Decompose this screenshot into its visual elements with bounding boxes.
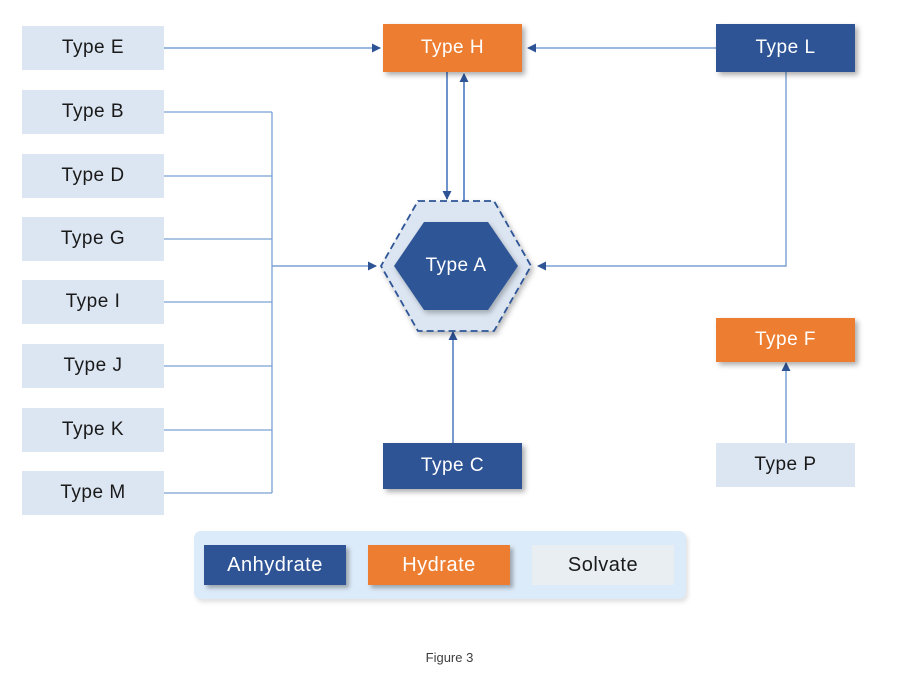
node-type-m[interactable]: Type M — [22, 471, 164, 515]
node-type-c-label: Type C — [420, 455, 485, 476]
node-type-b-label: Type B — [61, 101, 125, 122]
node-type-f[interactable]: Type F — [716, 318, 855, 362]
legend-item-anhydrate[interactable]: Anhydrate — [204, 545, 346, 585]
node-type-p-label: Type P — [754, 454, 817, 475]
node-type-p[interactable]: Type P — [716, 443, 855, 487]
node-type-g-label: Type G — [60, 228, 126, 249]
legend-panel: Anhydrate Hydrate Solvate — [194, 531, 686, 599]
hexagon-inner-node — [394, 222, 518, 310]
node-type-g[interactable]: Type G — [22, 217, 164, 261]
node-type-i-label: Type I — [65, 291, 121, 312]
legend-item-anhydrate-label: Anhydrate — [227, 553, 323, 576]
node-type-l-label: Type L — [755, 37, 816, 58]
node-type-i[interactable]: Type I — [22, 280, 164, 324]
node-type-h[interactable]: Type H — [383, 24, 522, 72]
figure-caption: Figure 3 — [425, 650, 474, 665]
node-type-d[interactable]: Type D — [22, 154, 164, 198]
legend-item-solvate-label: Solvate — [567, 553, 639, 576]
node-type-m-label: Type M — [60, 482, 126, 503]
node-type-j-label: Type J — [63, 355, 123, 376]
node-type-h-label: Type H — [420, 37, 485, 58]
node-type-c[interactable]: Type C — [383, 443, 522, 489]
node-type-b[interactable]: Type B — [22, 90, 164, 134]
node-type-k[interactable]: Type K — [22, 408, 164, 452]
node-type-l[interactable]: Type L — [716, 24, 855, 72]
node-type-e[interactable]: Type E — [22, 26, 164, 70]
node-type-f-label: Type F — [754, 329, 817, 350]
edge-typeL-to-typeA — [537, 72, 787, 271]
edge-left-bracket-to-typeA — [164, 111, 273, 494]
legend-item-hydrate-label: Hydrate — [402, 553, 476, 576]
node-type-j[interactable]: Type J — [22, 344, 164, 388]
legend-item-hydrate[interactable]: Hydrate — [368, 545, 510, 585]
node-type-k-label: Type K — [61, 419, 125, 440]
node-type-d-label: Type D — [61, 165, 125, 186]
legend-item-solvate[interactable]: Solvate — [532, 545, 674, 585]
node-type-e-label: Type E — [61, 37, 125, 58]
